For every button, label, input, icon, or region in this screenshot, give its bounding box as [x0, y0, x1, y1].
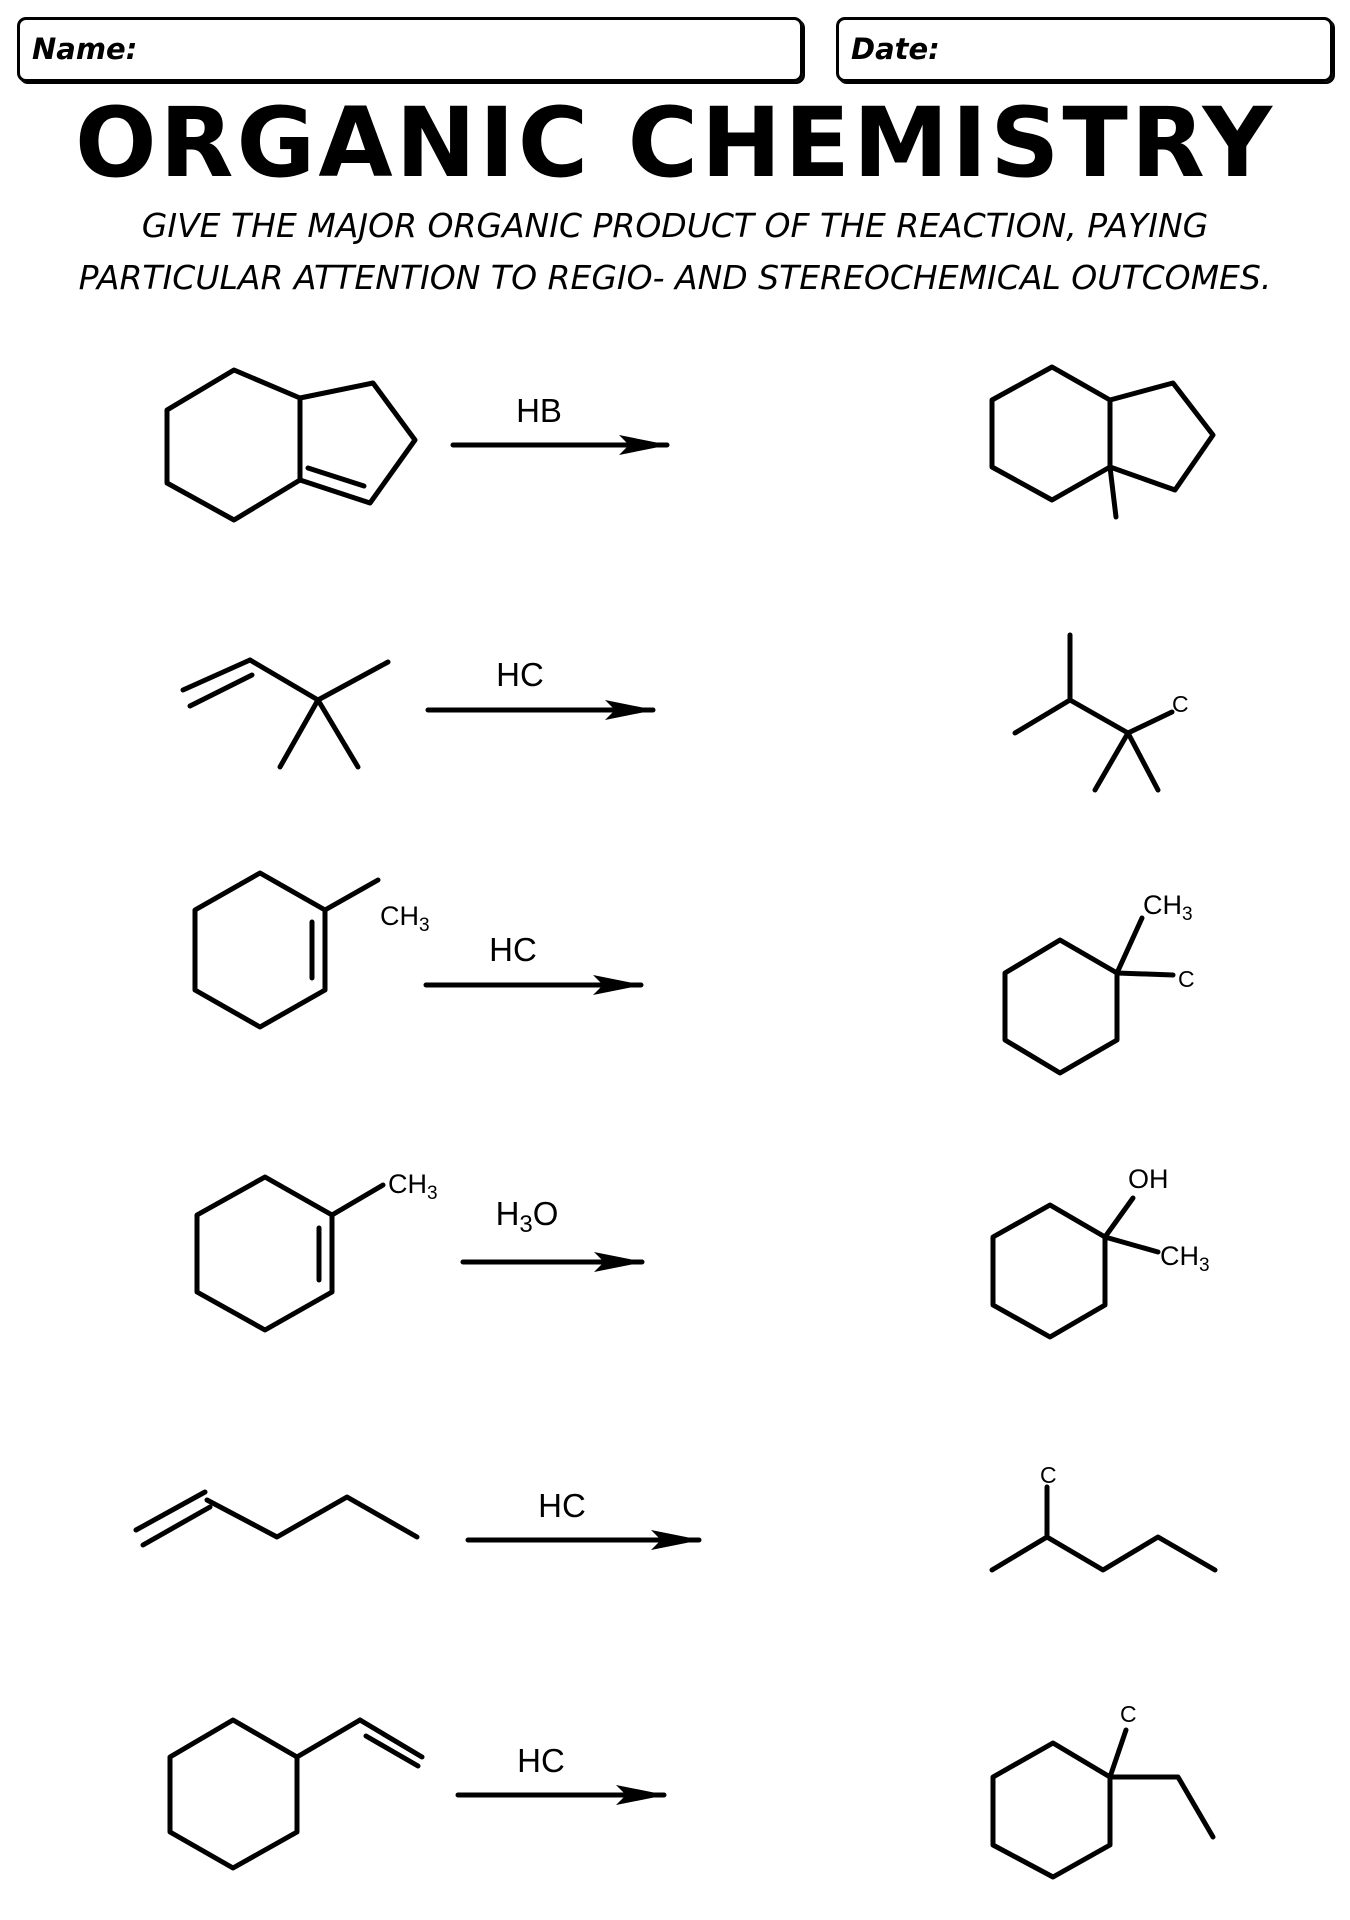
instructions: GIVE THE MAJOR ORGANIC PRODUCT OF THE RE… — [0, 200, 1350, 304]
product-5-structure — [989, 1484, 1218, 1573]
reaction-4 — [194, 1174, 1161, 1340]
page-title: ORGANIC CHEMISTRY — [75, 87, 1275, 199]
reaction-5-reagent: HC — [538, 1487, 586, 1524]
reactant-1-structure — [164, 367, 418, 523]
name-field[interactable]: Name: — [17, 17, 803, 82]
product-3-label-1: CH3 — [1143, 890, 1193, 925]
reactant-5-structure — [133, 1489, 420, 1548]
reaction-2 — [180, 632, 1175, 793]
reactant-3-structure — [192, 870, 381, 1030]
reaction-4-reagent: H3O — [496, 1195, 559, 1238]
instructions-line-2: PARTICULAR ATTENTION TO REGIO- AND STERE… — [78, 258, 1272, 297]
product-4-structure — [990, 1195, 1161, 1340]
reactant-4-structure — [194, 1174, 386, 1333]
reaction-1 — [164, 364, 1216, 523]
product-3-label-2: C — [1178, 966, 1195, 992]
reaction-6-reagent: HC — [517, 1742, 565, 1779]
reaction-2-reagent: HC — [496, 656, 544, 693]
date-field[interactable]: Date: — [836, 17, 1333, 82]
product-5-label: C — [1040, 1462, 1057, 1488]
name-label: Name: — [32, 32, 138, 66]
date-label: Date: — [851, 32, 940, 66]
reactant-6-structure — [167, 1717, 425, 1871]
reaction-1-reagent: HB — [516, 392, 562, 429]
product-1-structure — [989, 364, 1216, 520]
reactant-3-label: CH3 — [380, 901, 430, 936]
reaction-3 — [192, 870, 1176, 1076]
product-2-structure — [1012, 632, 1175, 793]
product-6-label: C — [1120, 1701, 1137, 1727]
product-4-label-1: OH — [1128, 1164, 1169, 1194]
reaction-6 — [167, 1717, 1216, 1880]
product-4-label-2: CH3 — [1160, 1241, 1210, 1276]
product-2-label: C — [1172, 691, 1189, 717]
product-6-structure — [990, 1727, 1216, 1880]
instructions-line-1: GIVE THE MAJOR ORGANIC PRODUCT OF THE RE… — [141, 206, 1209, 245]
product-3-structure — [1002, 915, 1176, 1076]
reaction-3-reagent: HC — [489, 931, 537, 968]
reaction-5 — [133, 1484, 1218, 1573]
reactant-2-structure — [180, 657, 391, 770]
reactant-4-label: CH3 — [388, 1169, 438, 1204]
